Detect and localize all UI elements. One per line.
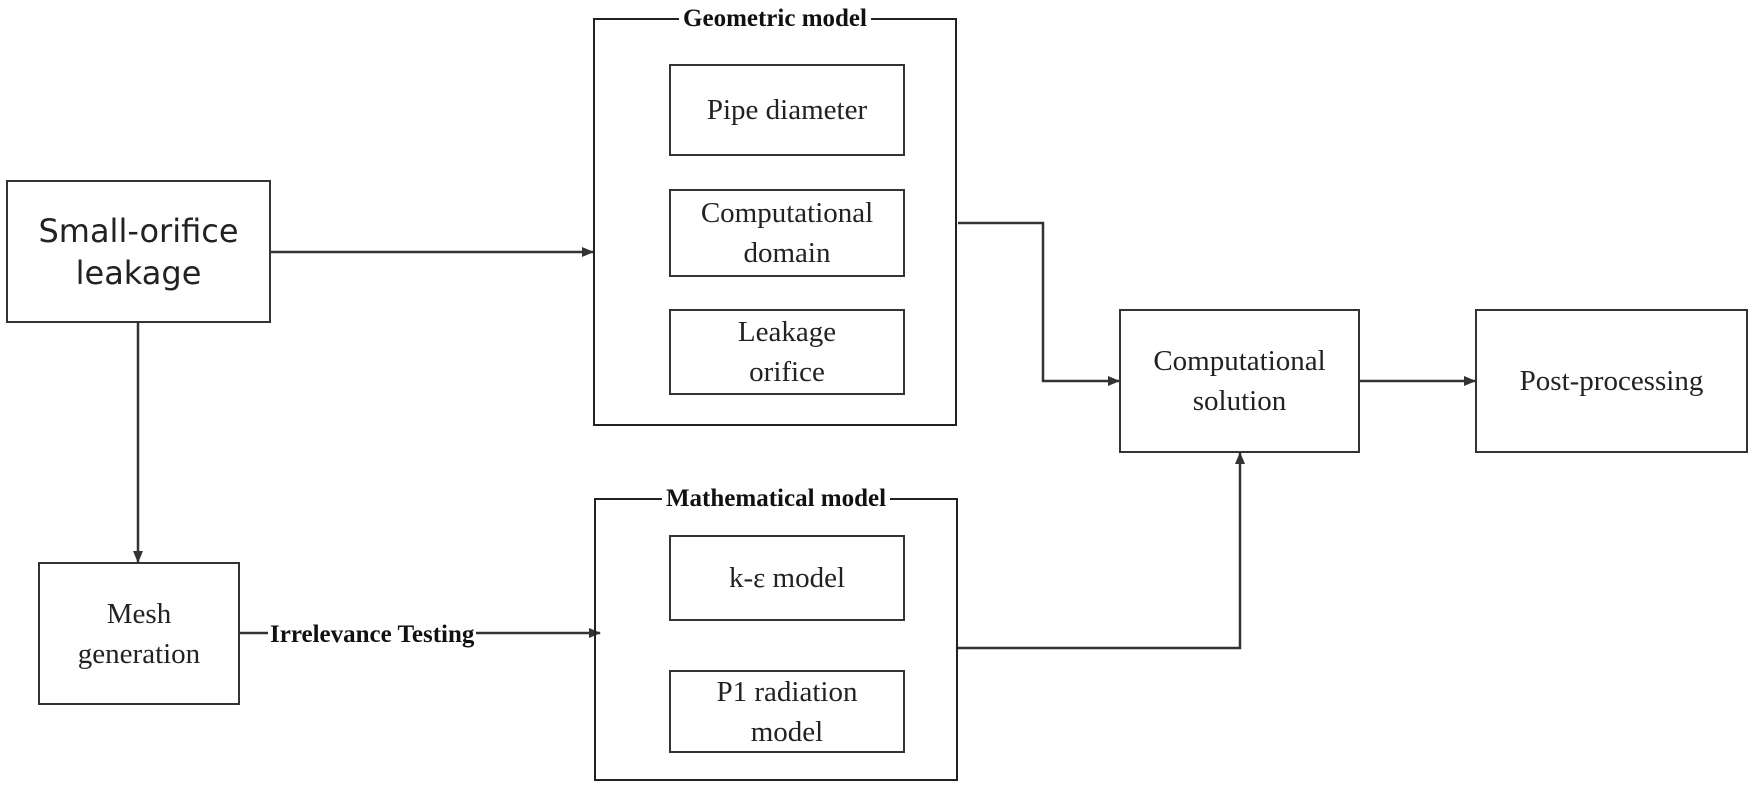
edge-geometric-model-to-solution [958,221,1120,386]
p1-radiation-model-box: P1 radiation model [669,670,905,753]
geometric-model-title: Geometric model [679,6,871,32]
mesh-generation-box: Mesh generation [38,562,240,705]
leakage-orifice-label: Leakage orifice [737,316,837,388]
pipe-diameter-box: Pipe diameter [669,64,905,156]
leakage-orifice-box: Leakage orifice [669,309,905,395]
p1-radiation-model-label: P1 radiation model [716,675,858,748]
small-orifice-leakage-label: Small-orifice leakage [38,211,239,292]
mathematical-model-group: Mathematical model [594,486,958,781]
geometric-model-group: Geometric model [593,6,957,426]
post-processing-box: Post-processing [1475,309,1748,453]
small-orifice-leakage-box: Small-orifice leakage [6,180,271,323]
computational-solution-box: Computational solution [1119,309,1360,453]
computational-domain-box: Computational domain [669,189,905,277]
edge-mathematical-model-to-solution [958,452,1245,650]
computational-solution-label: Computational solution [1153,345,1326,417]
k-epsilon-model-box: k-ε model [669,535,905,621]
mesh-generation-label: Mesh generation [77,597,201,670]
irrelevance-testing-label: Irrelevance Testing [268,621,477,649]
k-epsilon-model-label: k-ε model [728,562,846,594]
pipe-diameter-label: Pipe diameter [706,94,868,126]
mathematical-model-title: Mathematical model [661,486,891,512]
post-processing-label: Post-processing [1519,365,1704,397]
computational-domain-label: Computational domain [700,197,874,269]
